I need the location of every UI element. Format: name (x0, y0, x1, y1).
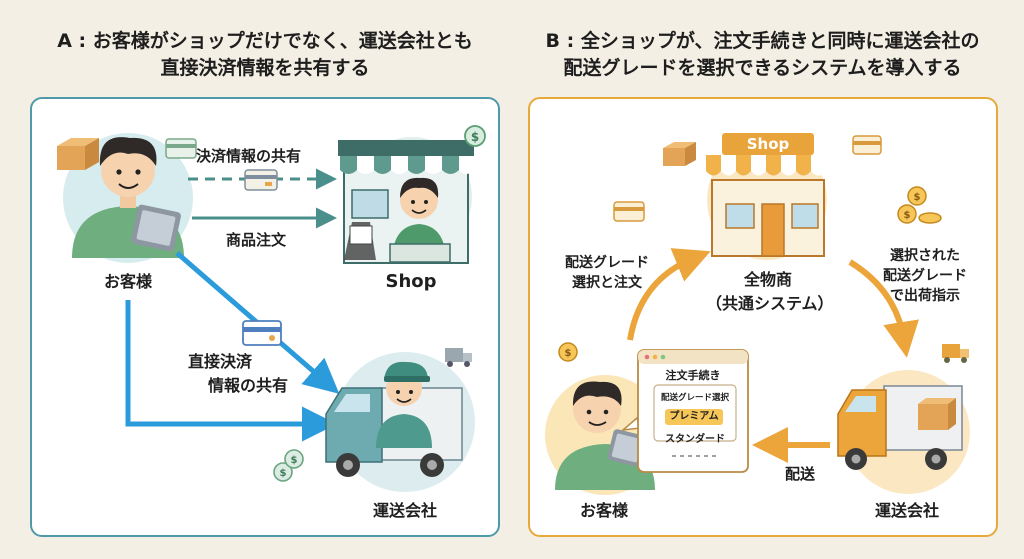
svg-text:$: $ (291, 455, 298, 466)
arrow-direct-carrier (125, 300, 337, 442)
order-ui-standard[interactable]: スタンダード (665, 434, 725, 445)
panel-b-title: B : 全ショップが、注文手続きと同時に運送会社の 配送グレードを選択できるシス… (525, 28, 1000, 82)
svg-text:$: $ (280, 468, 287, 479)
card-icon-b2 (852, 135, 882, 155)
arrow-direct-label: 直接決済 情報の共有 (180, 350, 290, 398)
order-ui-option: 配送グレード選択 (660, 393, 729, 403)
arrow-ship-line2: 配送グレード (883, 268, 967, 284)
hub-label-line1: 全物商 (743, 270, 792, 289)
customer-a-label: お客様 (103, 272, 152, 291)
truck-icon-b (942, 344, 969, 363)
coin-icon-a1: $ (464, 125, 486, 147)
arrow-ship-label: 選択された 配送グレード で出荷指示 (870, 246, 980, 306)
arrow-grade-select-line2: 選択と注文 (572, 275, 642, 291)
svg-text:$: $ (565, 348, 572, 359)
shop-b-sign: Shop (746, 135, 790, 153)
shop-a-illustration (338, 137, 474, 264)
card-icon-a1 (165, 138, 197, 159)
arrow-delivery-label: 配送 (784, 465, 815, 483)
arrow-payment-share-label: 決済情報の共有 (196, 147, 302, 165)
card-icon-b1 (613, 201, 645, 222)
customer-b-illustration (545, 375, 665, 495)
carrier-b-label: 運送会社 (874, 501, 939, 520)
carrier-a-illustration (325, 352, 475, 492)
arrow-ship-line1: 選択された (890, 248, 960, 264)
customer-b-label: お客様 (579, 501, 628, 520)
panel-a-title-line2: 直接決済情報を共有する (160, 57, 370, 79)
arrow-direct-label-line2: 情報の共有 (208, 376, 289, 395)
arrow-grade-select-line1: 配送グレード (565, 255, 649, 271)
svg-text:$: $ (471, 130, 479, 144)
panel-a-title-line1: A : お客様がショップだけでなく、運送会社とも (57, 30, 473, 52)
carrier-b-illustration (837, 370, 970, 494)
arrow-direct-share (175, 251, 340, 394)
panel-b-title-line1: B : 全ショップが、注文手続きと同時に運送会社の (545, 30, 980, 52)
hub-label: 全物商 （共通システム） (706, 268, 834, 316)
box-icon (57, 138, 99, 170)
customer-a-illustration (63, 133, 193, 263)
coin-stack-icon-b: $ $ (897, 186, 942, 224)
coin-stack-icon-a: $ $ (273, 449, 304, 482)
order-ui-window (620, 349, 749, 473)
arrow-direct-label-line1: 直接決済 (188, 352, 253, 371)
panel-b-title-line2: 配送グレードを選択できるシステムを導入する (563, 57, 962, 79)
shop-b-illustration (706, 133, 827, 260)
card-icon-a3 (242, 320, 282, 346)
arrow-order-label: 商品注文 (226, 231, 287, 249)
arrow-grade-select-label: 配送グレード 選択と注文 (552, 253, 662, 293)
hub-label-line2: （共通システム） (706, 294, 834, 313)
shop-a-label: Shop (385, 271, 437, 292)
order-ui-premium[interactable]: プレミアム (669, 411, 719, 422)
arrow-grade-select (627, 248, 711, 341)
box-icon-b (663, 142, 696, 166)
coin-icon-b: $ (558, 342, 578, 362)
panel-a-title: A : お客様がショップだけでなく、運送会社とも 直接決済情報を共有する (30, 28, 500, 82)
card-icon-a2 (244, 169, 278, 191)
arrow-ship-line3: で出荷指示 (890, 288, 960, 304)
order-ui-title: 注文手続き (665, 369, 721, 382)
arrow-ship-instruction (848, 259, 919, 358)
svg-text:$: $ (914, 192, 921, 203)
svg-text:$: $ (904, 210, 911, 221)
carrier-a-label: 運送会社 (372, 501, 437, 520)
truck-icon-a (445, 348, 472, 367)
